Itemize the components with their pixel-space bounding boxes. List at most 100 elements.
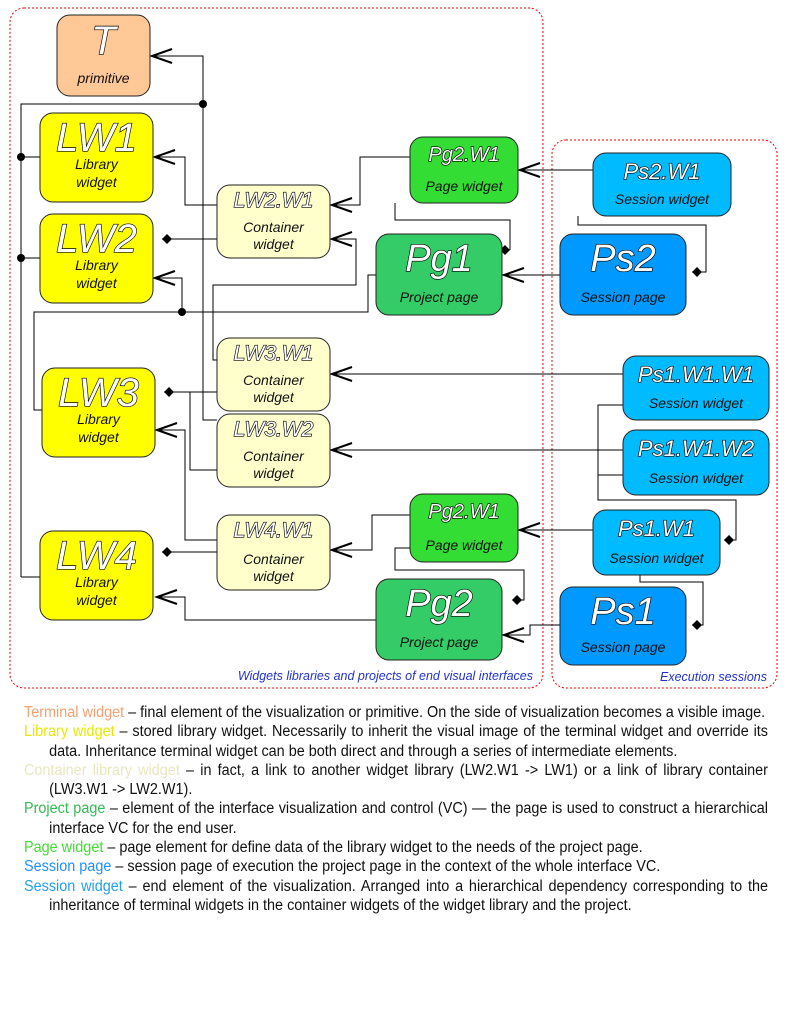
inheritance-arrow-icon — [148, 48, 173, 64]
node-subtitle: Page widget — [425, 537, 503, 553]
legend-term: Project page — [24, 800, 106, 818]
legend-term: Container library widget — [24, 761, 180, 779]
node-subtitle: Container — [243, 219, 305, 235]
composition-diamond-icon — [692, 267, 702, 277]
node-subtitle: widget — [253, 568, 295, 584]
node-subtitle: Library — [75, 257, 119, 273]
node-box — [592, 152, 732, 217]
composition-diamond-icon — [162, 547, 172, 557]
node-subtitle: widget — [76, 592, 118, 608]
inheritance-arrow-icon — [516, 162, 541, 178]
legend-description: – in fact, a link to another widget libr… — [49, 761, 768, 799]
node-title: Ps1 — [590, 591, 655, 633]
node-box — [375, 578, 503, 661]
node-box — [216, 514, 331, 591]
connector-line — [20, 103, 203, 577]
inheritance-arrow-icon — [500, 627, 525, 643]
legend-page-widget: Page widget – page element for define da… — [24, 838, 768, 857]
legend-description: – session page of execution the project … — [111, 858, 661, 876]
connector-line — [189, 392, 217, 471]
node-subtitle: Session widget — [615, 191, 710, 207]
connector-line — [157, 596, 376, 621]
legend-session-widget: Session widget – end element of the visu… — [24, 877, 768, 916]
composition-diamond-icon — [164, 387, 174, 397]
composition-diamond-icon — [724, 535, 734, 545]
legend-description: – page element for define data of the li… — [103, 839, 643, 857]
node-title: Pg2.W1 — [428, 144, 499, 166]
inheritance-arrow-icon — [328, 366, 353, 382]
node-title: T — [91, 19, 118, 63]
junction-dot — [17, 254, 25, 262]
junction-dot — [199, 100, 207, 108]
node-box — [409, 136, 519, 204]
node-title: Ps1.W1.W2 — [638, 436, 754, 461]
node-title: Pg2 — [405, 583, 473, 625]
node-subtitle: widget — [76, 174, 118, 190]
node-title: LW2 — [56, 217, 137, 261]
legend-project-page: Project page – element of the interface … — [24, 799, 768, 838]
node-title: LW3 — [58, 371, 139, 415]
connector-line — [152, 55, 217, 421]
node-box — [559, 233, 687, 316]
node-title: Ps2.W1 — [623, 159, 700, 184]
legend-description: – end element of the visualization. Arra… — [49, 877, 768, 914]
legend-term: Library widget — [24, 723, 115, 741]
node-box — [41, 367, 156, 458]
inheritance-arrow-icon — [151, 270, 176, 286]
node-subtitle: Session widget — [649, 470, 744, 486]
library-projects-region — [9, 7, 544, 689]
node-subtitle: widget — [78, 429, 120, 445]
composition-diamond-icon — [512, 595, 522, 605]
inheritance-arrow-icon — [500, 267, 525, 283]
node-subtitle: widget — [253, 389, 295, 405]
node-box — [56, 14, 151, 97]
inheritance-arrow-icon — [153, 422, 178, 438]
inheritance-arrow-icon — [153, 589, 178, 605]
node-subtitle: Library — [75, 156, 119, 172]
node-subtitle: widget — [76, 275, 118, 291]
node-title: Ps2 — [590, 238, 655, 280]
connector-line — [157, 429, 217, 541]
composition-diamond-icon — [692, 620, 702, 630]
connector-line — [504, 624, 560, 636]
node-subtitle: Container — [243, 551, 305, 567]
connector-line — [155, 156, 217, 206]
node-box — [39, 213, 154, 304]
legend-terminal-widget: Terminal widget – final element of the v… — [24, 703, 768, 722]
connector-line — [33, 274, 376, 411]
node-subtitle: Session page — [581, 639, 666, 655]
junction-dot — [17, 153, 25, 161]
legend: Terminal widget – final element of the v… — [24, 703, 768, 915]
node-title: LW4 — [56, 534, 137, 578]
connector-line — [332, 514, 410, 551]
node-title: LW3.W2 — [234, 418, 314, 441]
node-box — [409, 493, 519, 563]
legend-term: Session widget — [24, 877, 123, 895]
composition-diamond-icon — [162, 234, 172, 244]
junction-dot — [178, 308, 186, 316]
node-subtitle: Library — [75, 574, 119, 590]
legend-description: – element of the interface visualization… — [49, 800, 769, 837]
inheritance-arrow-icon — [328, 542, 353, 558]
node-title: LW3.W1 — [234, 342, 314, 365]
node-title: LW4.W1 — [234, 519, 314, 542]
node-box — [592, 509, 721, 576]
node-subtitle: widget — [253, 236, 295, 252]
node-subtitle: Project page — [400, 634, 479, 650]
node-box — [39, 112, 154, 203]
legend-term: Session page — [24, 858, 112, 876]
node-box — [375, 233, 503, 316]
connector-line — [155, 277, 183, 312]
node-subtitle: Session page — [581, 289, 666, 305]
